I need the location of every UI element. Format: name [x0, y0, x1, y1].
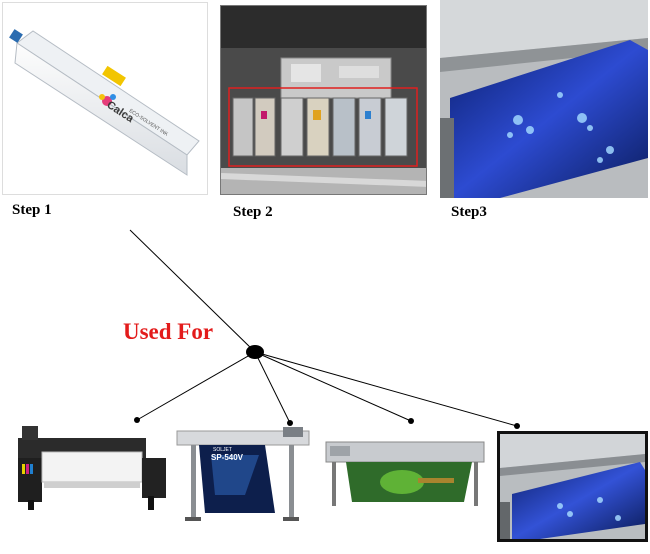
roland-printer-image [176, 427, 310, 521]
hub-node [246, 345, 264, 359]
step2-photo [220, 5, 427, 195]
endpoint-printer4 [514, 423, 520, 429]
printer1-photo [10, 420, 168, 512]
endpoint-printer2 [287, 420, 293, 426]
step2-label: Step 2 [233, 204, 273, 220]
ink-cartridge-image [9, 29, 200, 176]
line-hub-to-printer2 [254, 351, 291, 424]
step3-label: Step3 [451, 204, 487, 220]
printing-banner-image [440, 0, 648, 198]
printer4-photo [497, 431, 648, 542]
wide-format-printer-image [325, 441, 485, 506]
eco-solvent-printer-image [500, 434, 645, 539]
step1-label: Step 1 [12, 202, 52, 218]
line-hub-to-printer4 [254, 351, 518, 427]
line-step1-to-hub [129, 229, 256, 353]
used-for-label: Used For [123, 319, 214, 344]
endpoint-printer3 [408, 418, 414, 424]
roland-model-line2: SP-540V [211, 453, 244, 462]
printer3-photo [322, 430, 490, 510]
line-hub-to-printer1 [136, 351, 256, 421]
printer2-photo: SOLJET SP-540V [175, 425, 315, 525]
roland-model-line1: SOLJET [213, 447, 232, 453]
step3-photo [440, 0, 648, 198]
line-hub-to-printer3 [254, 351, 412, 422]
ink-bay-image [221, 6, 426, 194]
sublimation-printer-image [18, 426, 166, 510]
step1-photo: Calca ECO-SOLVENT INK [2, 2, 208, 195]
endpoint-printer1 [134, 417, 140, 423]
